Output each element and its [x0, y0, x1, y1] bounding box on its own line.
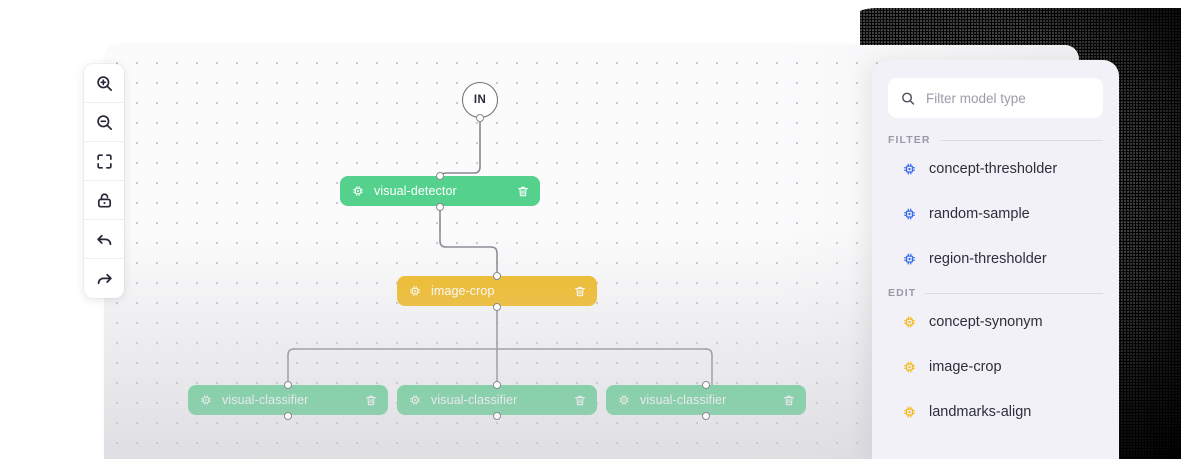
visual-classifier-1-output-port[interactable]: [284, 412, 292, 420]
image-crop-output-port[interactable]: [493, 303, 501, 311]
search-input[interactable]: [926, 90, 1091, 106]
model-item-landmarks-align[interactable]: landmarks-align: [872, 389, 1119, 434]
trash-icon[interactable]: [573, 284, 587, 299]
visual-classifier-2-input-port[interactable]: [493, 381, 501, 389]
model-item-label: random-sample: [929, 205, 1030, 222]
node-visual-classifier-2[interactable]: visual-classifier: [397, 385, 597, 415]
model-item-label: image-crop: [929, 358, 1002, 375]
node-visual-classifier-3[interactable]: visual-classifier: [606, 385, 806, 415]
search-icon: [902, 92, 915, 105]
chip-icon: [410, 395, 420, 405]
visual-detector-output-port[interactable]: [436, 203, 444, 211]
lock-button[interactable]: [84, 181, 124, 220]
section-header-edit: EDIT: [872, 287, 1119, 299]
chip-icon: [904, 208, 915, 219]
model-item-random-sample[interactable]: random-sample: [872, 191, 1119, 236]
node-visual-classifier-1[interactable]: visual-classifier: [188, 385, 388, 415]
model-type-panel: FILTER concept-thresholder: [872, 60, 1119, 459]
model-item-concept-thresholder[interactable]: concept-thresholder: [872, 146, 1119, 191]
canvas-toolbar: [84, 64, 124, 298]
section-header-filter: FILTER: [872, 134, 1119, 146]
model-item-image-crop[interactable]: image-crop: [872, 344, 1119, 389]
zoom-out-button[interactable]: [84, 103, 124, 142]
section-divider: [925, 292, 1103, 294]
node-label: visual-detector: [374, 184, 457, 198]
chip-icon: [619, 395, 629, 405]
trash-icon[interactable]: [782, 393, 796, 408]
model-item-region-thresholder[interactable]: region-thresholder: [872, 236, 1119, 281]
zoom-out-icon: [96, 114, 112, 130]
node-image-crop[interactable]: image-crop: [397, 276, 597, 306]
chip-icon: [353, 186, 363, 196]
undo-icon: [96, 234, 111, 245]
lock-icon: [97, 192, 111, 208]
chip-icon: [904, 316, 915, 327]
model-item-label: landmarks-align: [929, 403, 1032, 420]
redo-icon: [97, 273, 112, 285]
section-title: FILTER: [888, 134, 931, 146]
input-node[interactable]: IN: [462, 82, 498, 118]
chip-icon: [904, 406, 915, 417]
visual-classifier-1-input-port[interactable]: [284, 381, 292, 389]
node-label: image-crop: [431, 284, 495, 298]
zoom-in-icon: [96, 75, 112, 91]
node-label: visual-classifier: [222, 393, 309, 407]
visual-detector-input-port[interactable]: [436, 172, 444, 180]
chip-icon: [410, 286, 420, 296]
node-label: visual-classifier: [431, 393, 518, 407]
node-visual-detector[interactable]: visual-detector: [340, 176, 540, 206]
filter-search-box[interactable]: [888, 78, 1103, 118]
undo-button[interactable]: [84, 220, 124, 259]
chip-icon: [904, 361, 915, 372]
image-crop-input-port[interactable]: [493, 272, 501, 280]
model-item-label: concept-synonym: [929, 313, 1043, 330]
redo-button[interactable]: [84, 259, 124, 298]
visual-classifier-2-output-port[interactable]: [493, 412, 501, 420]
trash-icon[interactable]: [364, 393, 378, 408]
trash-icon[interactable]: [573, 393, 587, 408]
visual-classifier-3-output-port[interactable]: [702, 412, 710, 420]
section-title: EDIT: [888, 287, 917, 299]
chip-icon: [904, 163, 915, 174]
model-list: FILTER concept-thresholder: [872, 130, 1119, 434]
fit-screen-icon: [96, 153, 112, 169]
chip-icon: [201, 395, 211, 405]
zoom-in-button[interactable]: [84, 64, 124, 103]
section-divider: [939, 139, 1103, 141]
input-node-output-port[interactable]: [476, 114, 484, 122]
trash-icon[interactable]: [516, 184, 530, 199]
model-item-concept-synonym[interactable]: concept-synonym: [872, 299, 1119, 344]
node-label: visual-classifier: [640, 393, 727, 407]
model-item-label: region-thresholder: [929, 250, 1047, 267]
input-node-label: IN: [473, 94, 487, 106]
model-item-label: concept-thresholder: [929, 160, 1058, 177]
chip-icon: [904, 253, 915, 264]
fit-screen-button[interactable]: [84, 142, 124, 181]
visual-classifier-3-input-port[interactable]: [702, 381, 710, 389]
